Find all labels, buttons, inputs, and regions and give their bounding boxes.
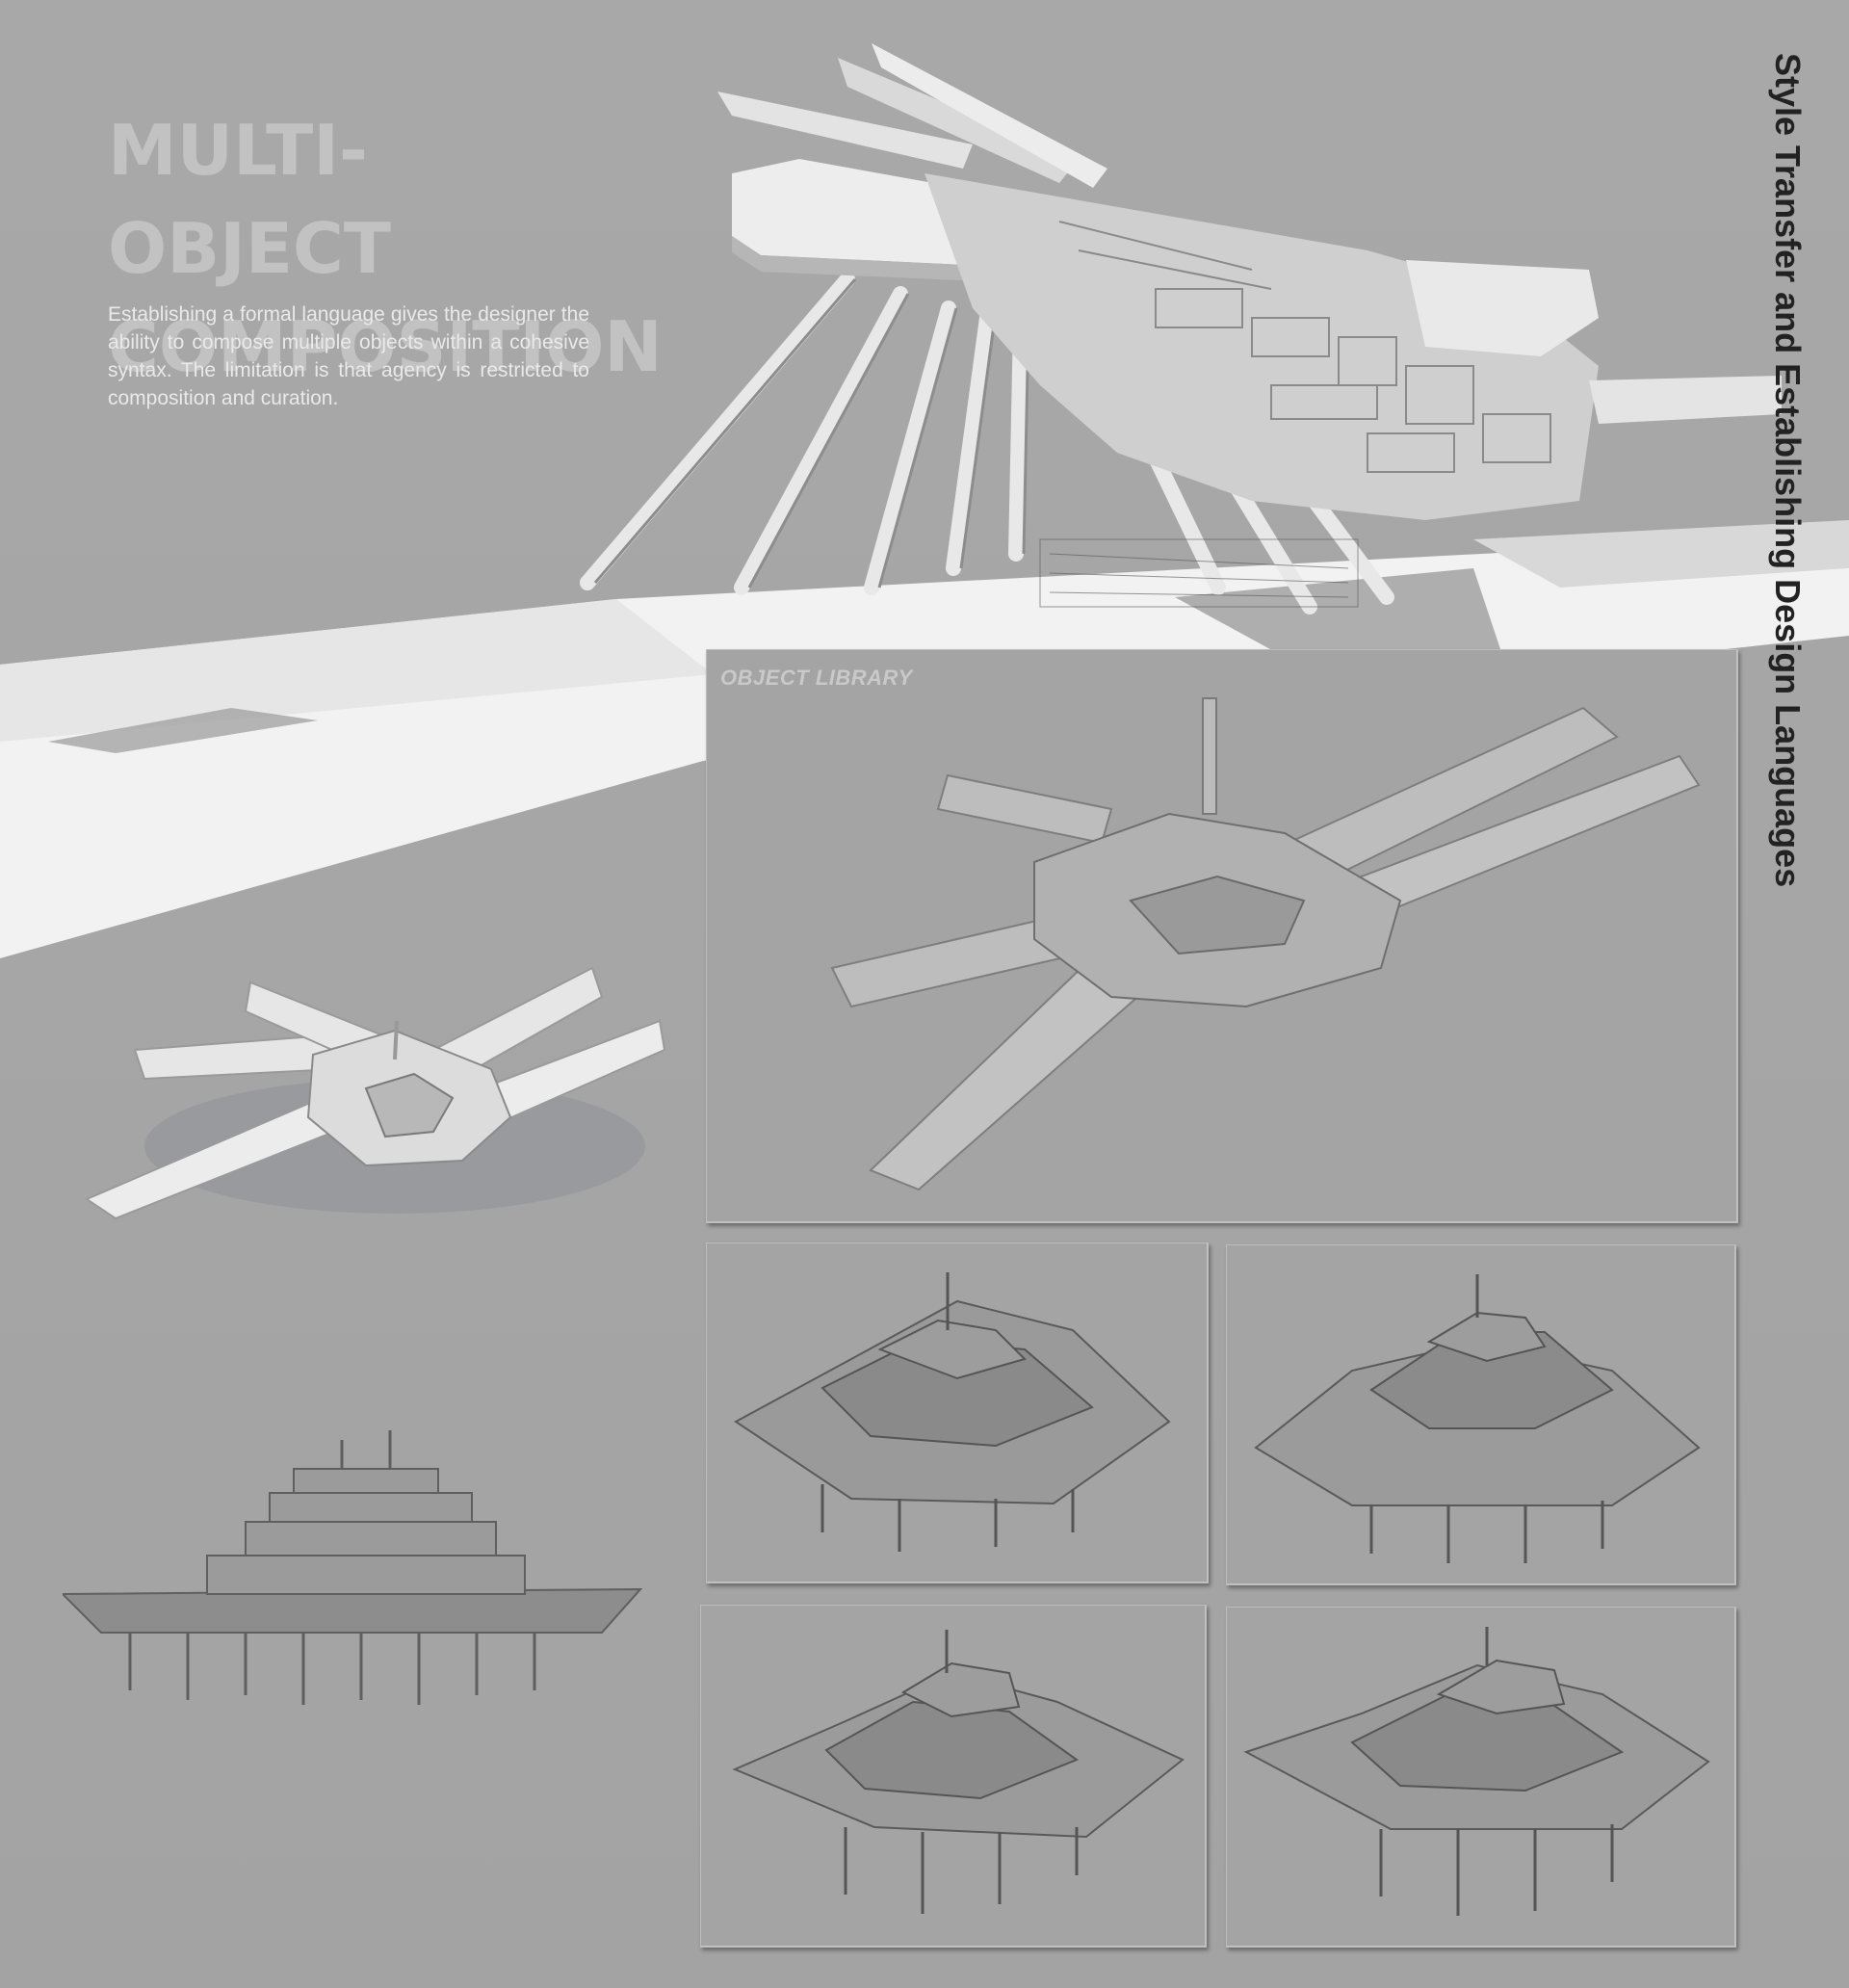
- object-library-card: OBJECT LIBRARY: [706, 649, 1738, 1223]
- object-card-3: [700, 1605, 1207, 1948]
- intro-paragraph: Establishing a formal language gives the…: [108, 303, 589, 409]
- object-card-1: [706, 1242, 1209, 1583]
- hero-render: [0, 43, 1849, 958]
- object-render-2: [1254, 1274, 1701, 1563]
- object-library-label: OBJECT LIBRARY: [720, 666, 913, 690]
- title-line-1: MULTI-OBJECT: [108, 110, 392, 289]
- object-card-4: [1226, 1607, 1736, 1948]
- object-render-4: [1243, 1627, 1710, 1916]
- title-line-2: COMPOSITION: [108, 306, 663, 387]
- cross-platform-model: [84, 966, 666, 1220]
- page-title: MULTI-OBJECT COMPOSITION: [108, 101, 663, 396]
- object-library-render: [830, 697, 1701, 1191]
- vertical-title: Style Transfer and Establishing Design L…: [1768, 53, 1808, 888]
- object-render-3: [732, 1630, 1185, 1914]
- object-card-2: [1226, 1244, 1736, 1585]
- object-render-1: [734, 1272, 1171, 1552]
- tiered-tower-model: [63, 1430, 643, 1705]
